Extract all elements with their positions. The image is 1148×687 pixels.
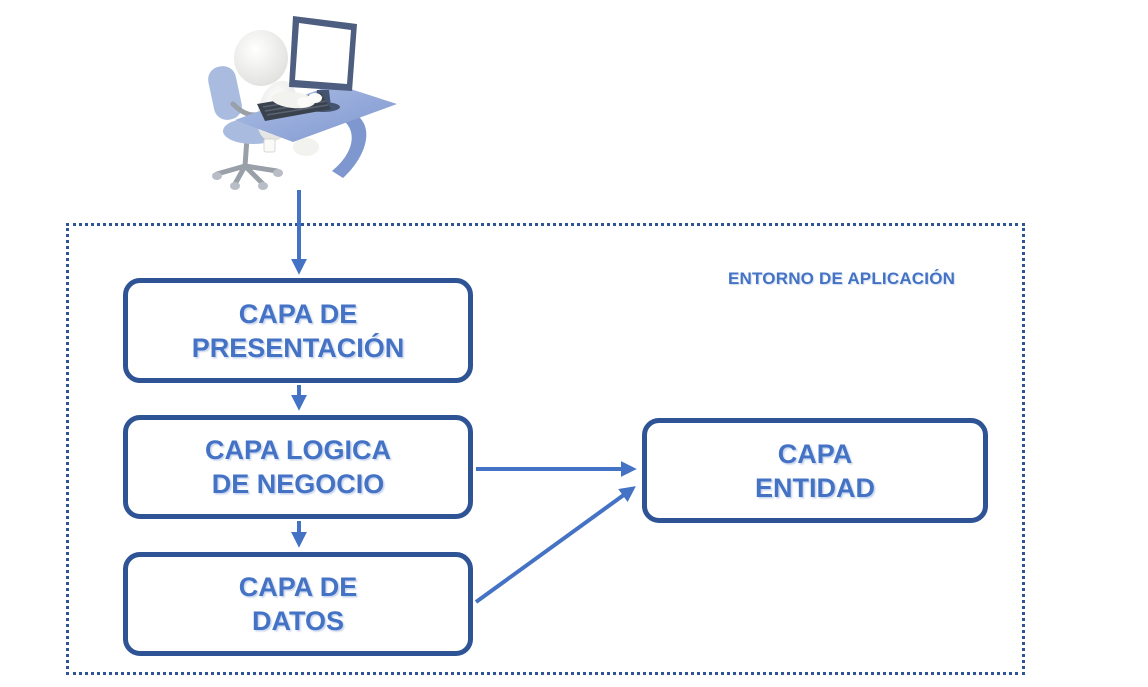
box-capa-logica: CAPA LOGICA DE NEGOCIO: [123, 415, 473, 519]
application-environment-label: ENTORNO DE APLICACIÓN: [728, 269, 956, 288]
box-capa-datos: CAPA DE DATOS: [123, 552, 473, 656]
box-capa-entidad: CAPA ENTIDAD: [642, 418, 988, 523]
box-capa-datos-line1: CAPA DE: [238, 572, 358, 602]
box-capa-presentacion-line1: CAPA DE: [238, 298, 358, 329]
box-capa-presentacion: CAPA DE PRESENTACIÓN: [123, 278, 473, 383]
application-environment-container: [66, 223, 1025, 675]
box-capa-logica-line2: DE NEGOCIO: [211, 469, 385, 499]
box-capa-presentacion-line2: PRESENTACIÓN: [191, 332, 405, 363]
box-capa-entidad-line1: CAPA: [777, 438, 853, 469]
box-capa-datos-line2: DATOS: [251, 606, 344, 636]
person-at-computer-icon: [208, 16, 397, 190]
box-capa-logica-line1: CAPA LOGICA: [205, 435, 391, 465]
box-capa-entidad-line2: ENTIDAD: [755, 472, 875, 503]
